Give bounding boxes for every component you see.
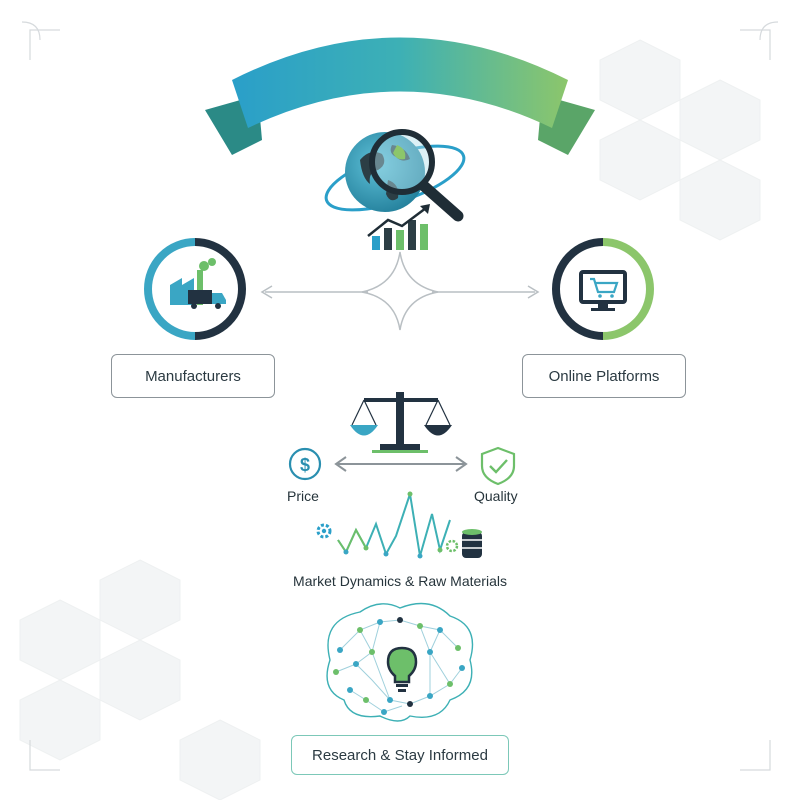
market-wave-line [337,491,451,559]
online-platforms-ring [552,238,654,340]
banner-ribbon [205,37,595,155]
manufacturers-ring [144,238,246,340]
online-platforms-label: Online Platforms [522,354,686,398]
quality-label: Quality [474,488,518,504]
research-label: Research & Stay Informed [291,735,509,775]
gear-icon [316,523,332,539]
price-quality-arrow [334,456,468,472]
dollar-icon: $ [288,447,322,481]
shopping-cart-monitor-icon [579,270,627,311]
growth-chart-icon [367,204,430,250]
brain-nodes [333,617,465,715]
factory-truck-icon [170,258,226,309]
price-label: Price [287,488,319,504]
lightbulb-icon [383,643,421,692]
market-dynamics-label: Market Dynamics & Raw Materials [293,573,507,589]
connector-arrows [260,251,540,331]
manufacturers-label: Manufacturers [111,354,275,398]
balance-scale-icon [350,392,452,453]
svg-text:$: $ [300,455,310,475]
shield-check-icon [480,446,516,486]
magnifier-icon [369,129,464,222]
database-icon [445,529,482,558]
corner-frame [21,21,779,771]
hexagon-pattern [19,39,761,800]
